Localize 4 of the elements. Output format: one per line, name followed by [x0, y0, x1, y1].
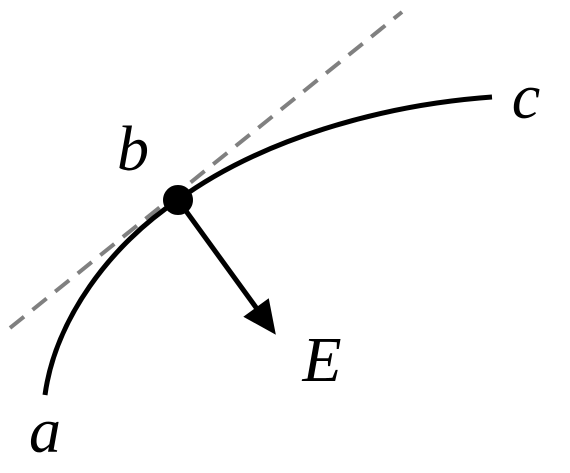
point-label: a	[30, 422, 59, 452]
point-label: E	[302, 339, 341, 381]
point-label: c	[514, 88, 540, 118]
point-label: b	[119, 125, 148, 170]
